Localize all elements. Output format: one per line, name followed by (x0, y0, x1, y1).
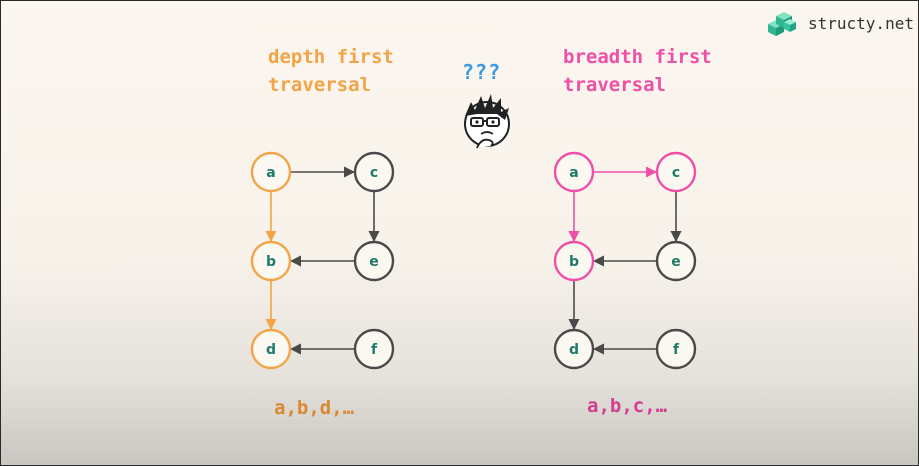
bfs-node-circle-f (655, 328, 697, 370)
bfs-node-label-c: c (672, 165, 680, 181)
question-marks: ??? (462, 60, 502, 84)
dfs-node-label-d: d (266, 342, 276, 358)
bfs-title: breadth first traversal (563, 46, 712, 96)
bfs-node-f: f (655, 328, 697, 370)
bfs-node-b: b (553, 240, 595, 282)
bfs-node-circle-a (553, 151, 595, 193)
bfs-node-label-b: b (569, 254, 579, 270)
dfs-node-circle-b (250, 240, 292, 282)
dfs-node-label-f: f (371, 342, 378, 358)
bfs-node-circle-b (553, 240, 595, 282)
dfs-node-label-c: c (370, 165, 378, 181)
dfs-node-circle-c (353, 151, 395, 193)
bfs-node-e: e (655, 240, 697, 282)
brand-name: structy.net (808, 13, 914, 33)
thinking-person-icon (464, 94, 510, 149)
dfs-node-f: f (353, 328, 395, 370)
structy-logo-icon (768, 12, 796, 36)
bfs-node-a: a (553, 151, 595, 193)
bfs-node-c: c (655, 151, 697, 193)
dfs-node-c: c (353, 151, 395, 193)
bfs-node-circle-d (553, 328, 595, 370)
brand[interactable]: structy.net (766, 8, 914, 38)
dfs-node-label-e: e (369, 254, 379, 270)
bfs-node-label-f: f (673, 342, 680, 358)
dfs-node-label-b: b (266, 254, 276, 270)
dfs-node-e: e (353, 240, 395, 282)
bfs-node-circle-e (655, 240, 697, 282)
bfs-node-d: d (553, 328, 595, 370)
bfs-node-label-d: d (569, 342, 579, 358)
dfs-node-circle-f (353, 328, 395, 370)
dfs-node-label-a: a (266, 165, 275, 181)
dfs-node-b: b (250, 240, 292, 282)
bfs-node-circle-c (655, 151, 697, 193)
bfs-result: a,b,c,… (587, 395, 668, 417)
bfs-node-label-e: e (671, 254, 681, 270)
dfs-node-circle-a (250, 151, 292, 193)
dfs-result: a,b,d,… (274, 397, 355, 419)
dfs-title: depth first traversal (268, 46, 394, 96)
bfs-node-label-a: a (569, 165, 578, 181)
dfs-node-circle-e (353, 240, 395, 282)
dfs-node-a: a (250, 151, 292, 193)
dfs-node-circle-d (250, 328, 292, 370)
dfs-node-d: d (250, 328, 292, 370)
